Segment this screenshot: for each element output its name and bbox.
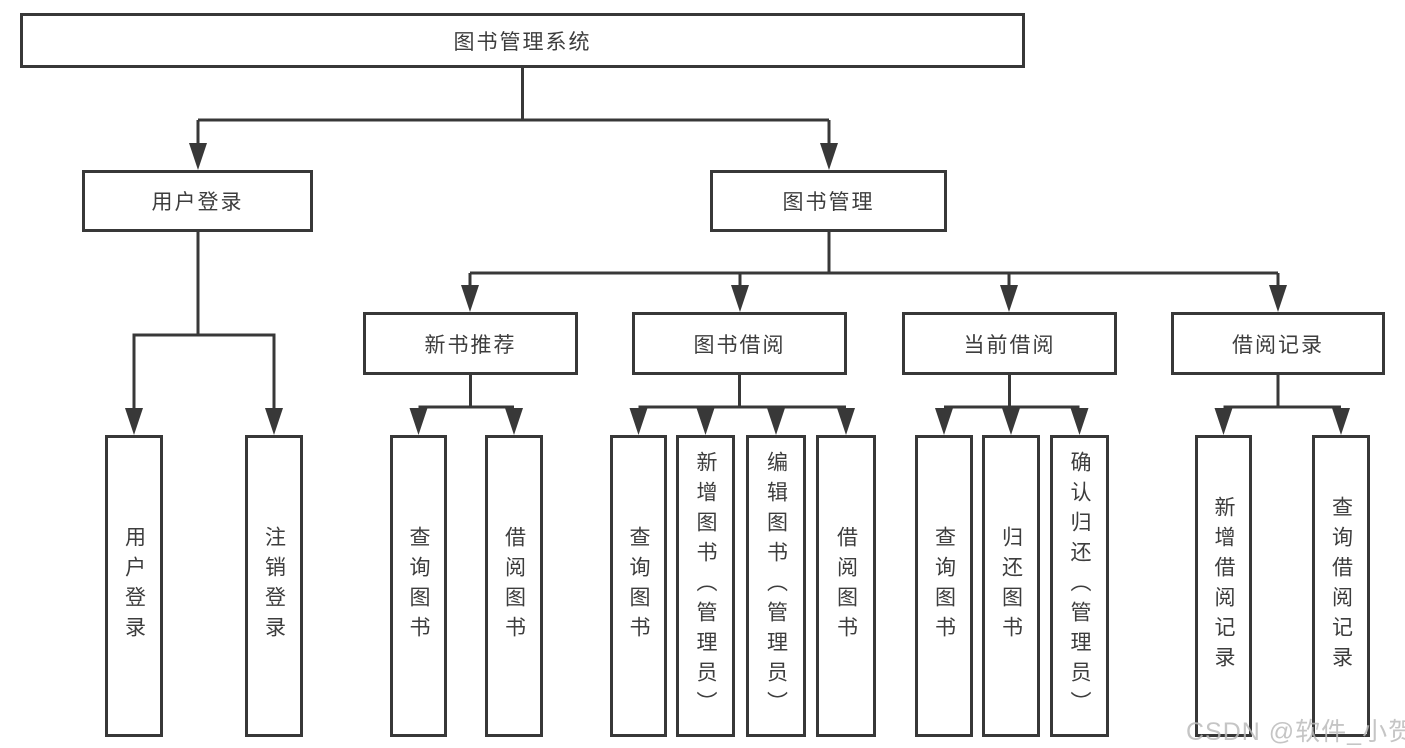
- node-label: 查询图书: [932, 526, 956, 646]
- arrow-head: [1214, 408, 1233, 435]
- arrow-head: [189, 143, 207, 170]
- arrow-head: [820, 143, 838, 170]
- node-root-system: 图书管理系统: [20, 13, 1025, 68]
- leaf-query-books-current: 查询图书: [915, 435, 973, 737]
- leaf-return-book: 归还图书: [982, 435, 1040, 737]
- arrow-head: [767, 408, 785, 435]
- node-label: 新书推荐: [424, 333, 517, 357]
- node-label: 用户登录: [122, 526, 146, 646]
- node-label: 新增图书（管理员）: [694, 451, 717, 721]
- node-label: 查询图书: [627, 526, 650, 646]
- arrow-head: [409, 408, 428, 435]
- node-label: 注销登录: [262, 526, 286, 646]
- leaf-user-login: 用户登录: [105, 435, 163, 737]
- node-label: 借阅记录: [1232, 333, 1324, 357]
- arrow-head: [731, 285, 749, 312]
- node-book-management: 图书管理: [710, 170, 947, 232]
- node-label: 图书借阅: [693, 333, 786, 357]
- node-label: 确认归还（管理员）: [1068, 451, 1091, 721]
- node-label: 借阅图书: [502, 526, 526, 646]
- node-book-borrowing: 图书借阅: [632, 312, 847, 375]
- leaf-confirm-return-admin: 确认归还（管理员）: [1050, 435, 1109, 737]
- arrow-head: [505, 408, 523, 435]
- node-label: 图书管理: [782, 191, 875, 214]
- node-label: 当前借阅: [963, 333, 1056, 357]
- node-label: 图书管理系统: [453, 30, 592, 54]
- leaf-add-borrow-record: 新增借阅记录: [1195, 435, 1252, 737]
- leaf-query-books-recommend: 查询图书: [390, 435, 447, 737]
- csdn-watermark: CSDN @软件_小贺同学: [1186, 718, 1405, 746]
- arrow-head: [265, 408, 283, 435]
- arrow-head: [461, 285, 479, 312]
- arrow-head: [837, 408, 855, 435]
- arrow-head: [629, 408, 648, 435]
- node-label: 编辑图书（管理员）: [764, 451, 788, 721]
- leaf-borrow-books-recommend: 借阅图书: [485, 435, 543, 737]
- leaf-query-books-borrowing: 查询图书: [610, 435, 667, 737]
- arrow-head: [1070, 408, 1089, 435]
- node-user-login: 用户登录: [82, 170, 313, 232]
- node-label: 借阅图书: [834, 526, 858, 646]
- arrow-head: [696, 408, 715, 435]
- arrow-head: [1002, 408, 1020, 435]
- arrow-head: [1000, 285, 1018, 312]
- node-borrowing-records: 借阅记录: [1171, 312, 1385, 375]
- leaf-edit-book-admin: 编辑图书（管理员）: [746, 435, 806, 737]
- arrow-head: [125, 408, 143, 435]
- leaf-add-book-admin: 新增图书（管理员）: [676, 435, 735, 737]
- node-label: 新增借阅记录: [1212, 496, 1235, 676]
- node-current-borrowing: 当前借阅: [902, 312, 1117, 375]
- leaf-logout: 注销登录: [245, 435, 303, 737]
- node-label: 查询图书: [407, 526, 430, 646]
- node-label: 查询借阅记录: [1329, 496, 1353, 676]
- arrow-head: [1269, 285, 1287, 312]
- node-label: 归还图书: [999, 526, 1023, 646]
- arrow-head: [1332, 408, 1350, 435]
- arrow-head: [935, 408, 953, 435]
- node-label: 用户登录: [151, 191, 244, 214]
- node-new-book-recommend: 新书推荐: [363, 312, 578, 375]
- leaf-borrow-books: 借阅图书: [816, 435, 876, 737]
- leaf-query-borrow-record: 查询借阅记录: [1312, 435, 1370, 737]
